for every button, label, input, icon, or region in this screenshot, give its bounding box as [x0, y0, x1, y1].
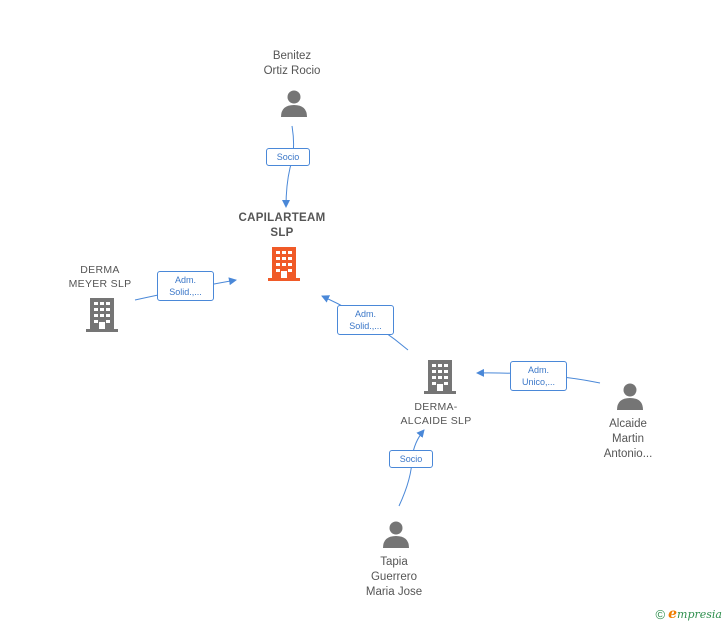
person-icon[interactable] — [616, 382, 644, 410]
node-label-benitez[interactable]: Benitez Ortiz Rocio — [263, 50, 321, 77]
edge-label-meyer-capilarteam[interactable]: Adm. Solid.,... — [157, 271, 214, 301]
building-icon[interactable] — [86, 298, 118, 332]
brand-name: mpresia — [677, 608, 722, 621]
node-label-capilarteam[interactable]: CAPILARTEAM SLP — [238, 212, 326, 239]
node-label-derma-meyer[interactable]: DERMA MEYER SLP — [68, 264, 132, 290]
node-label-derma-alcaide[interactable]: DERMA- ALCAIDE SLP — [400, 401, 472, 427]
edge-label-alcaide-person-slp[interactable]: Adm. Unico,... — [510, 361, 567, 391]
person-icon[interactable] — [280, 89, 308, 117]
edge-label-tapia-slp[interactable]: Socio — [389, 450, 433, 468]
person-icon[interactable] — [382, 520, 410, 548]
building-icon[interactable] — [424, 360, 456, 394]
edge-label-alcaide-slp-capilarteam[interactable]: Adm. Solid.,... — [337, 305, 394, 335]
edge-label-benitez-capilarteam[interactable]: Socio — [266, 148, 310, 166]
edge-line-benitez-capilarteam — [282, 125, 295, 208]
building-icon[interactable] — [268, 247, 300, 281]
edge-line-tapia-slp — [398, 429, 425, 507]
empresia-logo[interactable]: © empresia — [656, 606, 722, 622]
brand-first-letter: e — [668, 606, 678, 622]
node-label-alcaide[interactable]: Alcaide Martin Antonio... — [603, 418, 653, 460]
node-label-tapia[interactable]: Tapia Guerrero Maria Jose — [365, 556, 423, 598]
copyright-symbol: © — [655, 606, 666, 622]
